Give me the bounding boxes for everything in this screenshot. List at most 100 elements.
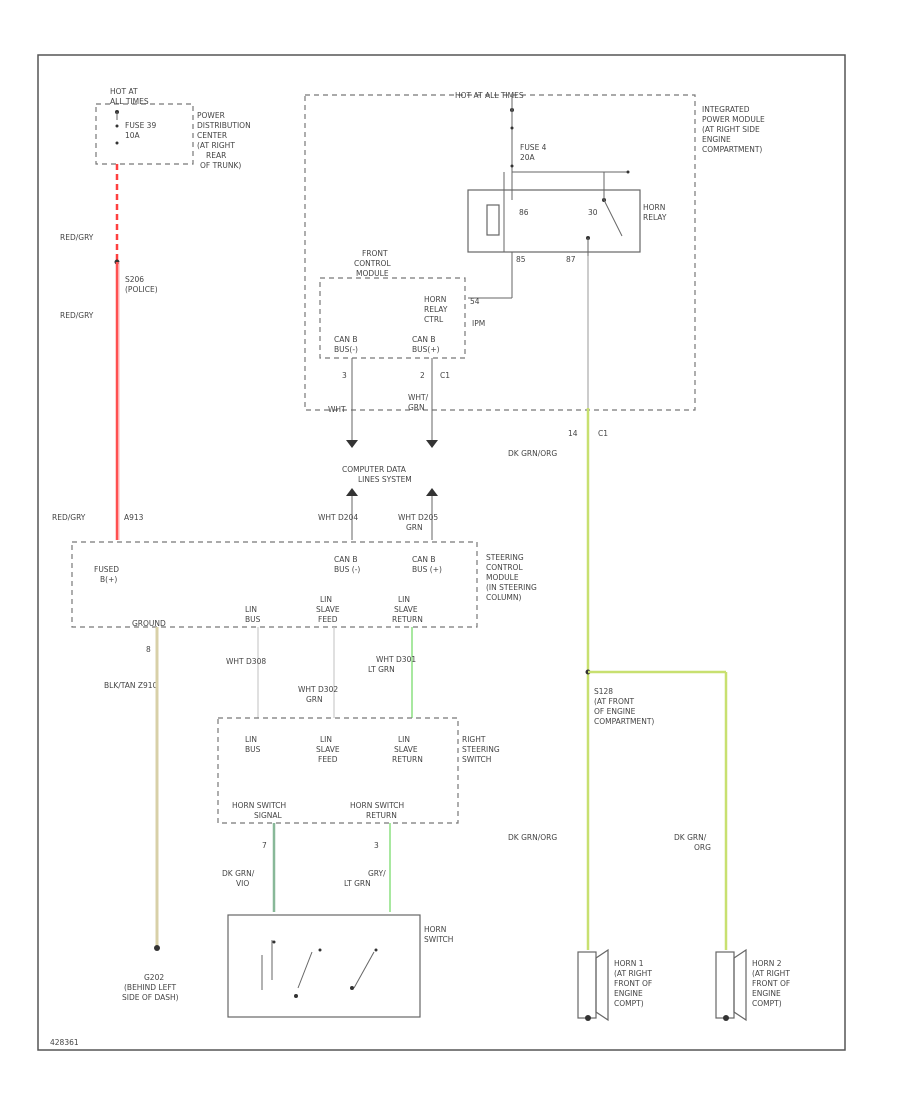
ground-point-icon xyxy=(154,945,160,951)
wire-label-dkgrn-org-2: DK GRN/ORG xyxy=(508,833,557,842)
rss-lin-return-3: RETURN xyxy=(392,755,423,764)
rss-wire-dkgrn-vio-2: VIO xyxy=(236,879,249,888)
ipm-name-4: ENGINE xyxy=(702,135,731,144)
diagram-frame xyxy=(37,54,846,1051)
lin-wire-d302: WHT D302 xyxy=(298,685,338,694)
pdc-hot-label: HOT AT xyxy=(110,87,138,96)
scm-wire-d205-grn: GRN xyxy=(406,523,423,532)
scm-name-1: STEERING xyxy=(486,553,524,562)
scm-lin-feed-2: SLAVE xyxy=(316,605,340,614)
splice-s128-2: (AT FRONT xyxy=(594,697,634,706)
scm-canb-high-1: CAN B xyxy=(412,555,436,564)
rss-lin-bus-1: LIN xyxy=(245,735,257,744)
rss-lin-feed-1: LIN xyxy=(320,735,332,744)
fcm-wire-wht-grn-1: WHT/ xyxy=(408,393,429,402)
power-distribution-center: HOT AT ALL TIMES FUSE 39 10A POWER DISTR… xyxy=(95,87,251,170)
scm-name-4: (IN STEERING xyxy=(486,583,537,592)
fcm-wire-wht-grn-2: GRN xyxy=(408,403,425,412)
fcm-connector: C1 xyxy=(440,371,450,380)
scm-lin-return-1: LIN xyxy=(398,595,410,604)
horn-relay-label-2: RELAY xyxy=(643,213,667,222)
rss-lin-feed-3: FEED xyxy=(318,755,338,764)
fcm-wire-wht: WHT xyxy=(328,405,346,414)
scm-lin-feed-1: LIN xyxy=(320,595,332,604)
relay-pin-86: 86 xyxy=(519,208,529,217)
scm-ground-pin: 8 xyxy=(146,645,151,654)
horn-1: HORN 1 (AT RIGHT FRONT OF ENGINE COMPT) xyxy=(577,948,652,1022)
ground-g202: G202 (BEHIND LEFT SIDE OF DASH) xyxy=(122,973,179,1002)
wire-label-dkgrn-org-4: ORG xyxy=(694,843,711,852)
horn-relay-box xyxy=(467,189,641,253)
horn-1-label: HORN 1 xyxy=(614,959,644,968)
scm-lin-bus-2: BUS xyxy=(245,615,261,624)
scm-fused-1: FUSED xyxy=(94,565,119,574)
scm-lin-return-3: RETURN xyxy=(392,615,423,624)
splice-s206-label: S206 xyxy=(125,275,144,284)
rss-wire-dkgrn-vio-1: DK GRN/ xyxy=(222,869,255,878)
horn-2-icon xyxy=(733,948,747,1022)
fcm-pin-3: 3 xyxy=(342,371,347,380)
fcm-name-2: CONTROL xyxy=(354,259,391,268)
rss-lin-bus-2: BUS xyxy=(245,745,261,754)
scm-canb-low-2: BUS (-) xyxy=(334,565,360,574)
rss-horn-return-2: RETURN xyxy=(366,811,397,820)
rss-wire-gry-ltgrn-1: GRY/ xyxy=(368,869,386,878)
horn-2-loc-2: FRONT OF xyxy=(752,979,790,988)
front-control-module: FRONT CONTROL MODULE HORN RELAY CTRL 54 … xyxy=(319,249,485,448)
steering-control-module: FUSED B(+) WHT D204 WHT D205 GRN CAN B B… xyxy=(71,513,537,690)
horn-switch-label: HORN xyxy=(424,925,446,934)
splice-s128-3: OF ENGINE xyxy=(594,707,636,716)
fcm-pin-2: 2 xyxy=(420,371,425,380)
fcm-horn-ctrl-2: RELAY xyxy=(424,305,448,314)
scm-wire-d204: WHT D204 xyxy=(318,513,358,522)
pdc-fuse-label: FUSE 39 xyxy=(125,121,156,130)
scm-ground-label: GROUND xyxy=(132,619,166,628)
rss-lin-return-2: SLAVE xyxy=(394,745,418,754)
pdc-name-6: OF TRUNK) xyxy=(200,161,241,170)
rss-name-3: SWITCH xyxy=(462,755,491,764)
horn-switch-contact-icon xyxy=(297,951,313,989)
horn-switch: HORN SWITCH xyxy=(227,914,453,1018)
horn-2-label: HORN 2 xyxy=(752,959,782,968)
relay-switch-icon xyxy=(603,199,623,237)
fcm-canb-low-2: BUS(-) xyxy=(334,345,358,354)
g202-name-3: SIDE OF DASH) xyxy=(122,993,179,1002)
lin-wire-d301-ltgrn: LT GRN xyxy=(368,665,395,674)
red-gry-wire: RED/GRY S206 (POLICE) RED/GRY RED/GRY A9… xyxy=(52,164,158,540)
computer-data-lines: COMPUTER DATA LINES SYSTEM xyxy=(342,465,438,540)
pdc-name-3: CENTER xyxy=(197,131,227,140)
cds-name-1: COMPUTER DATA xyxy=(342,465,407,474)
horn-1-icon xyxy=(595,948,609,1022)
horn-relay-label: HORN xyxy=(643,203,665,212)
scm-lin-return-2: SLAVE xyxy=(394,605,418,614)
g202-name-1: G202 xyxy=(144,973,164,982)
pdc-name-4: (AT RIGHT xyxy=(197,141,235,150)
wire-label-red-gry-1: RED/GRY xyxy=(60,233,94,242)
horn-1-loc-2: FRONT OF xyxy=(614,979,652,988)
fcm-canb-high-2: BUS(+) xyxy=(412,345,440,354)
ipm-name-3: (AT RIGHT SIDE xyxy=(702,125,760,134)
relay-coil-icon xyxy=(486,204,500,236)
rss-lin-feed-2: SLAVE xyxy=(316,745,340,754)
fcm-canb-low-1: CAN B xyxy=(334,335,358,344)
horn-1-loc-1: (AT RIGHT xyxy=(614,969,652,978)
ipm-fuse-rating: 20A xyxy=(520,153,536,162)
splice-s128-label: S128 xyxy=(594,687,613,696)
pdc-name-5: REAR xyxy=(206,151,226,160)
wire-label-dkgrn-org: DK GRN/ORG xyxy=(508,449,557,458)
pdc-fuse-rating: 10A xyxy=(125,131,141,140)
wire-label-dkgrn-org-3: DK GRN/ xyxy=(674,833,707,842)
lin-wire-d302-grn: GRN xyxy=(306,695,323,704)
scm-canb-low-1: CAN B xyxy=(334,555,358,564)
ipm-connector-pin: 14 xyxy=(568,429,578,438)
pdc-hot-label-2: ALL TIMES xyxy=(110,97,149,106)
dk-grn-org-wire: DK GRN/ORG S128 (AT FRONT OF ENGINE COMP… xyxy=(508,408,728,950)
fcm-name-3: MODULE xyxy=(356,269,389,278)
wire-label-red-gry-3: RED/GRY xyxy=(52,513,86,522)
ipm-name-2: POWER MODULE xyxy=(702,115,765,124)
horn-switch-contact-icon-2 xyxy=(353,951,375,989)
rss-lin-return-1: LIN xyxy=(398,735,410,744)
fcm-canb-high-1: CAN B xyxy=(412,335,436,344)
scm-fused-2: B(+) xyxy=(100,575,117,584)
